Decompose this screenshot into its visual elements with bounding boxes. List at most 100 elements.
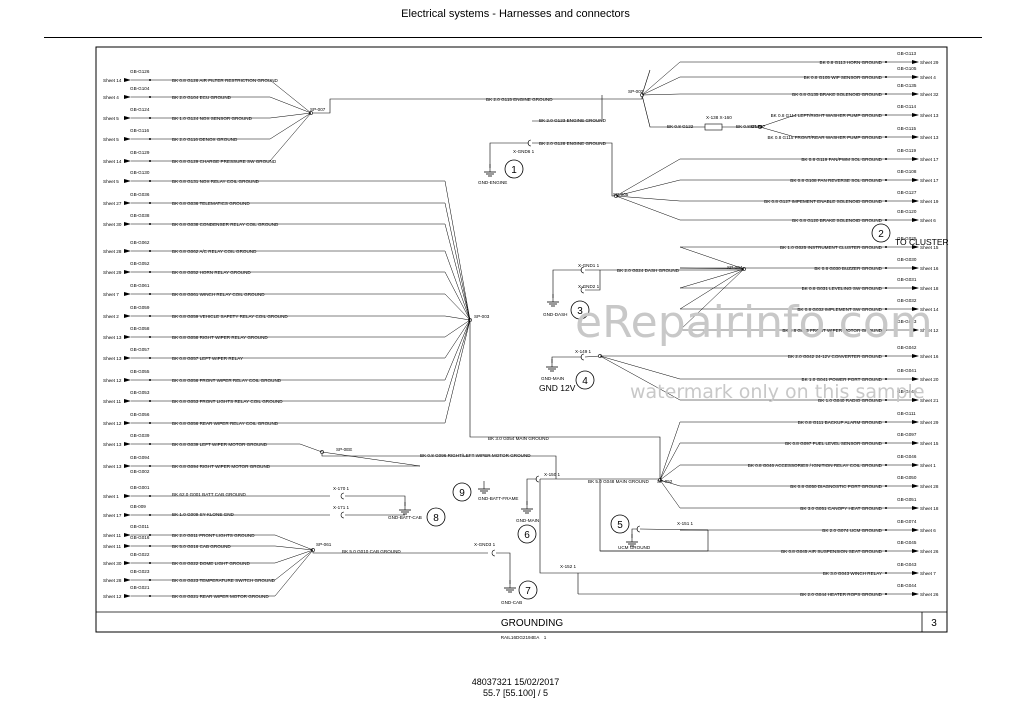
left-row-sheet: Sheet 29 xyxy=(103,270,122,275)
left-row-fan xyxy=(274,549,314,564)
right-row-fan xyxy=(615,195,681,221)
right-row-fan xyxy=(641,76,681,96)
title-block-sheet: 3 xyxy=(931,618,937,629)
ground-label-cluster: TO CLUSTER xyxy=(895,237,949,247)
right-row-arrow xyxy=(912,592,919,596)
right-row-wire: BK 0.8 G111 BACKUP ALARM GROUND xyxy=(798,420,883,425)
left-row-sheet: Sheet 28 xyxy=(103,249,122,254)
trunk-g128 xyxy=(532,142,616,197)
left-row-wire: BK 0.8 G053 FRONT LIGHTS RELAY COIL GROU… xyxy=(172,399,283,404)
left-row-wire: BK 0.8 G129 CHARGE PRESSURE SW GROUND xyxy=(172,159,277,164)
left-row-wire: BK 0.8 G023 TEMPERATURE SWITCH GROUND xyxy=(172,578,276,583)
trunk-engine-branch xyxy=(641,69,651,96)
callout-9: 9 xyxy=(452,482,472,502)
connector-x170: X-170 1 xyxy=(333,486,350,491)
right-row-arrow xyxy=(912,398,919,402)
right-row-wire: BK 2.0 G074 UCM GROUND xyxy=(822,528,882,533)
left-row-wire: BK 0.8 G038 CONDENSER RELAY COIL GROUND xyxy=(172,222,279,227)
left-row-arrow xyxy=(124,421,131,425)
right-row-arrow xyxy=(912,549,919,553)
left-row-arrow xyxy=(124,335,131,339)
right-row-wire: BK 2.0 G044 HEATER ROPS GROUND xyxy=(800,592,883,597)
callout-2: 2 xyxy=(871,223,891,243)
left-row-arrow xyxy=(124,270,131,274)
right-row-connector: GB-G097 xyxy=(897,432,917,437)
left-row-connector: GB-009 xyxy=(130,504,146,509)
right-row-sheet: Sheet 29 xyxy=(920,60,939,65)
right-row-arrow xyxy=(912,528,919,532)
right-row-wire: BK 0.8 G113 HORN GROUND xyxy=(820,60,883,65)
left-row-fan xyxy=(444,319,471,381)
header-rule xyxy=(44,37,982,38)
left-row-fan xyxy=(269,112,312,140)
svg-text:8: 8 xyxy=(433,513,439,524)
left-row-wire: BK 0.8 G059 VEHICLE SAFETY RELAY COIL GR… xyxy=(172,314,288,319)
left-row-fan xyxy=(444,271,471,321)
ground-label-12v: GND 12V xyxy=(539,383,576,393)
right-row-fan xyxy=(599,355,681,380)
left-row-fan xyxy=(269,112,312,162)
right-row-connector: GB-G043 xyxy=(897,562,917,567)
title-block-title: GROUNDING xyxy=(501,618,563,629)
right-row-connector: GB-G113 xyxy=(897,51,917,56)
callout-1: 1 xyxy=(504,159,524,179)
left-row-arrow xyxy=(124,378,131,382)
right-row-connector: GB-G115 xyxy=(897,126,917,131)
svg-text:4: 4 xyxy=(582,376,588,387)
wire-label-dash: BK 2.0 G024 DASH GROUND xyxy=(617,268,680,273)
right-row-connector: GB-G135 xyxy=(897,83,917,88)
ground-label-main-2: GND-MAIN xyxy=(516,518,539,523)
left-row-connector: GB-G023 xyxy=(130,569,150,574)
right-row-fan xyxy=(641,61,681,96)
left-row-connector: GB-G011 xyxy=(130,524,150,529)
left-row-sheet: Sheet 5 xyxy=(103,116,119,121)
right-row-sheet: Sheet 32 xyxy=(920,92,939,97)
right-row-wire: BK 0.8 G115 FRONT/REAR WASHER PUMP GROUN… xyxy=(767,135,882,140)
left-row-arrow xyxy=(124,116,131,120)
left-row-wire: BK 0.8 G056 REAR WIPER RELAY COIL GROUND xyxy=(172,421,279,426)
right-row-wire: BK 0.8 G119 FAN/PWM SOL GROUND xyxy=(801,157,882,162)
right-row-connector: GB-G050 xyxy=(897,475,917,480)
diagram-border xyxy=(95,46,948,633)
right-row-sheet: Sheet 26 xyxy=(920,592,939,597)
left-row-wire: BK 0.8 G039 LEFT WIPER MOTOR GROUND xyxy=(172,442,268,447)
left-row-wire: BK 2.0 G104 ECU GROUND xyxy=(172,95,232,100)
wires-layer xyxy=(150,69,762,594)
left-row-sheet: Sheet 4 xyxy=(103,95,119,100)
ground-label-dash: GND-DASH xyxy=(543,312,568,317)
footer-doc-line: 48037321 15/02/2017 xyxy=(471,677,560,687)
splice-sp007: SP-007 xyxy=(310,107,326,112)
left-row-pin xyxy=(149,514,151,516)
trunk-dash-2 xyxy=(585,270,601,291)
left-row-sheet: Sheet 12 xyxy=(103,421,122,426)
right-row-fan xyxy=(615,195,681,202)
connector-x152: X-152 1 xyxy=(560,564,577,569)
right-row-connector: GB-G044 xyxy=(897,583,917,588)
left-row-fan xyxy=(299,443,323,453)
right-row-wire: BK 3.0 G051 CANOPY HEAT GROUND xyxy=(800,506,882,511)
left-row-arrow xyxy=(124,201,131,205)
left-row-sheet: Sheet 14 xyxy=(103,159,122,164)
right-row-arrow xyxy=(912,218,919,222)
left-row-arrow xyxy=(124,222,131,226)
left-row-sheet: Sheet 13 xyxy=(103,442,122,447)
ground-label-engine: GND-ENGINE xyxy=(478,180,507,185)
left-row-wire: BK 0.8 G057 LEFT WIPER RELAY xyxy=(172,356,243,361)
left-row-wire: BK 0.8 G052 HORN RELAY GROUND xyxy=(172,270,251,275)
left-row-arrow xyxy=(124,494,131,498)
wire-label-engine: BK 2.0 G115 ENGINE GROUND xyxy=(486,97,553,102)
right-row-connector: GB-G032 xyxy=(897,298,917,303)
drawing-code: RAIL16DG2194EA xyxy=(501,635,540,640)
right-row-connector: GB-G045 xyxy=(897,540,917,545)
right-row-sheet: Sheet 17 xyxy=(920,157,939,162)
left-extra-connector: GB-G002 xyxy=(130,469,150,474)
